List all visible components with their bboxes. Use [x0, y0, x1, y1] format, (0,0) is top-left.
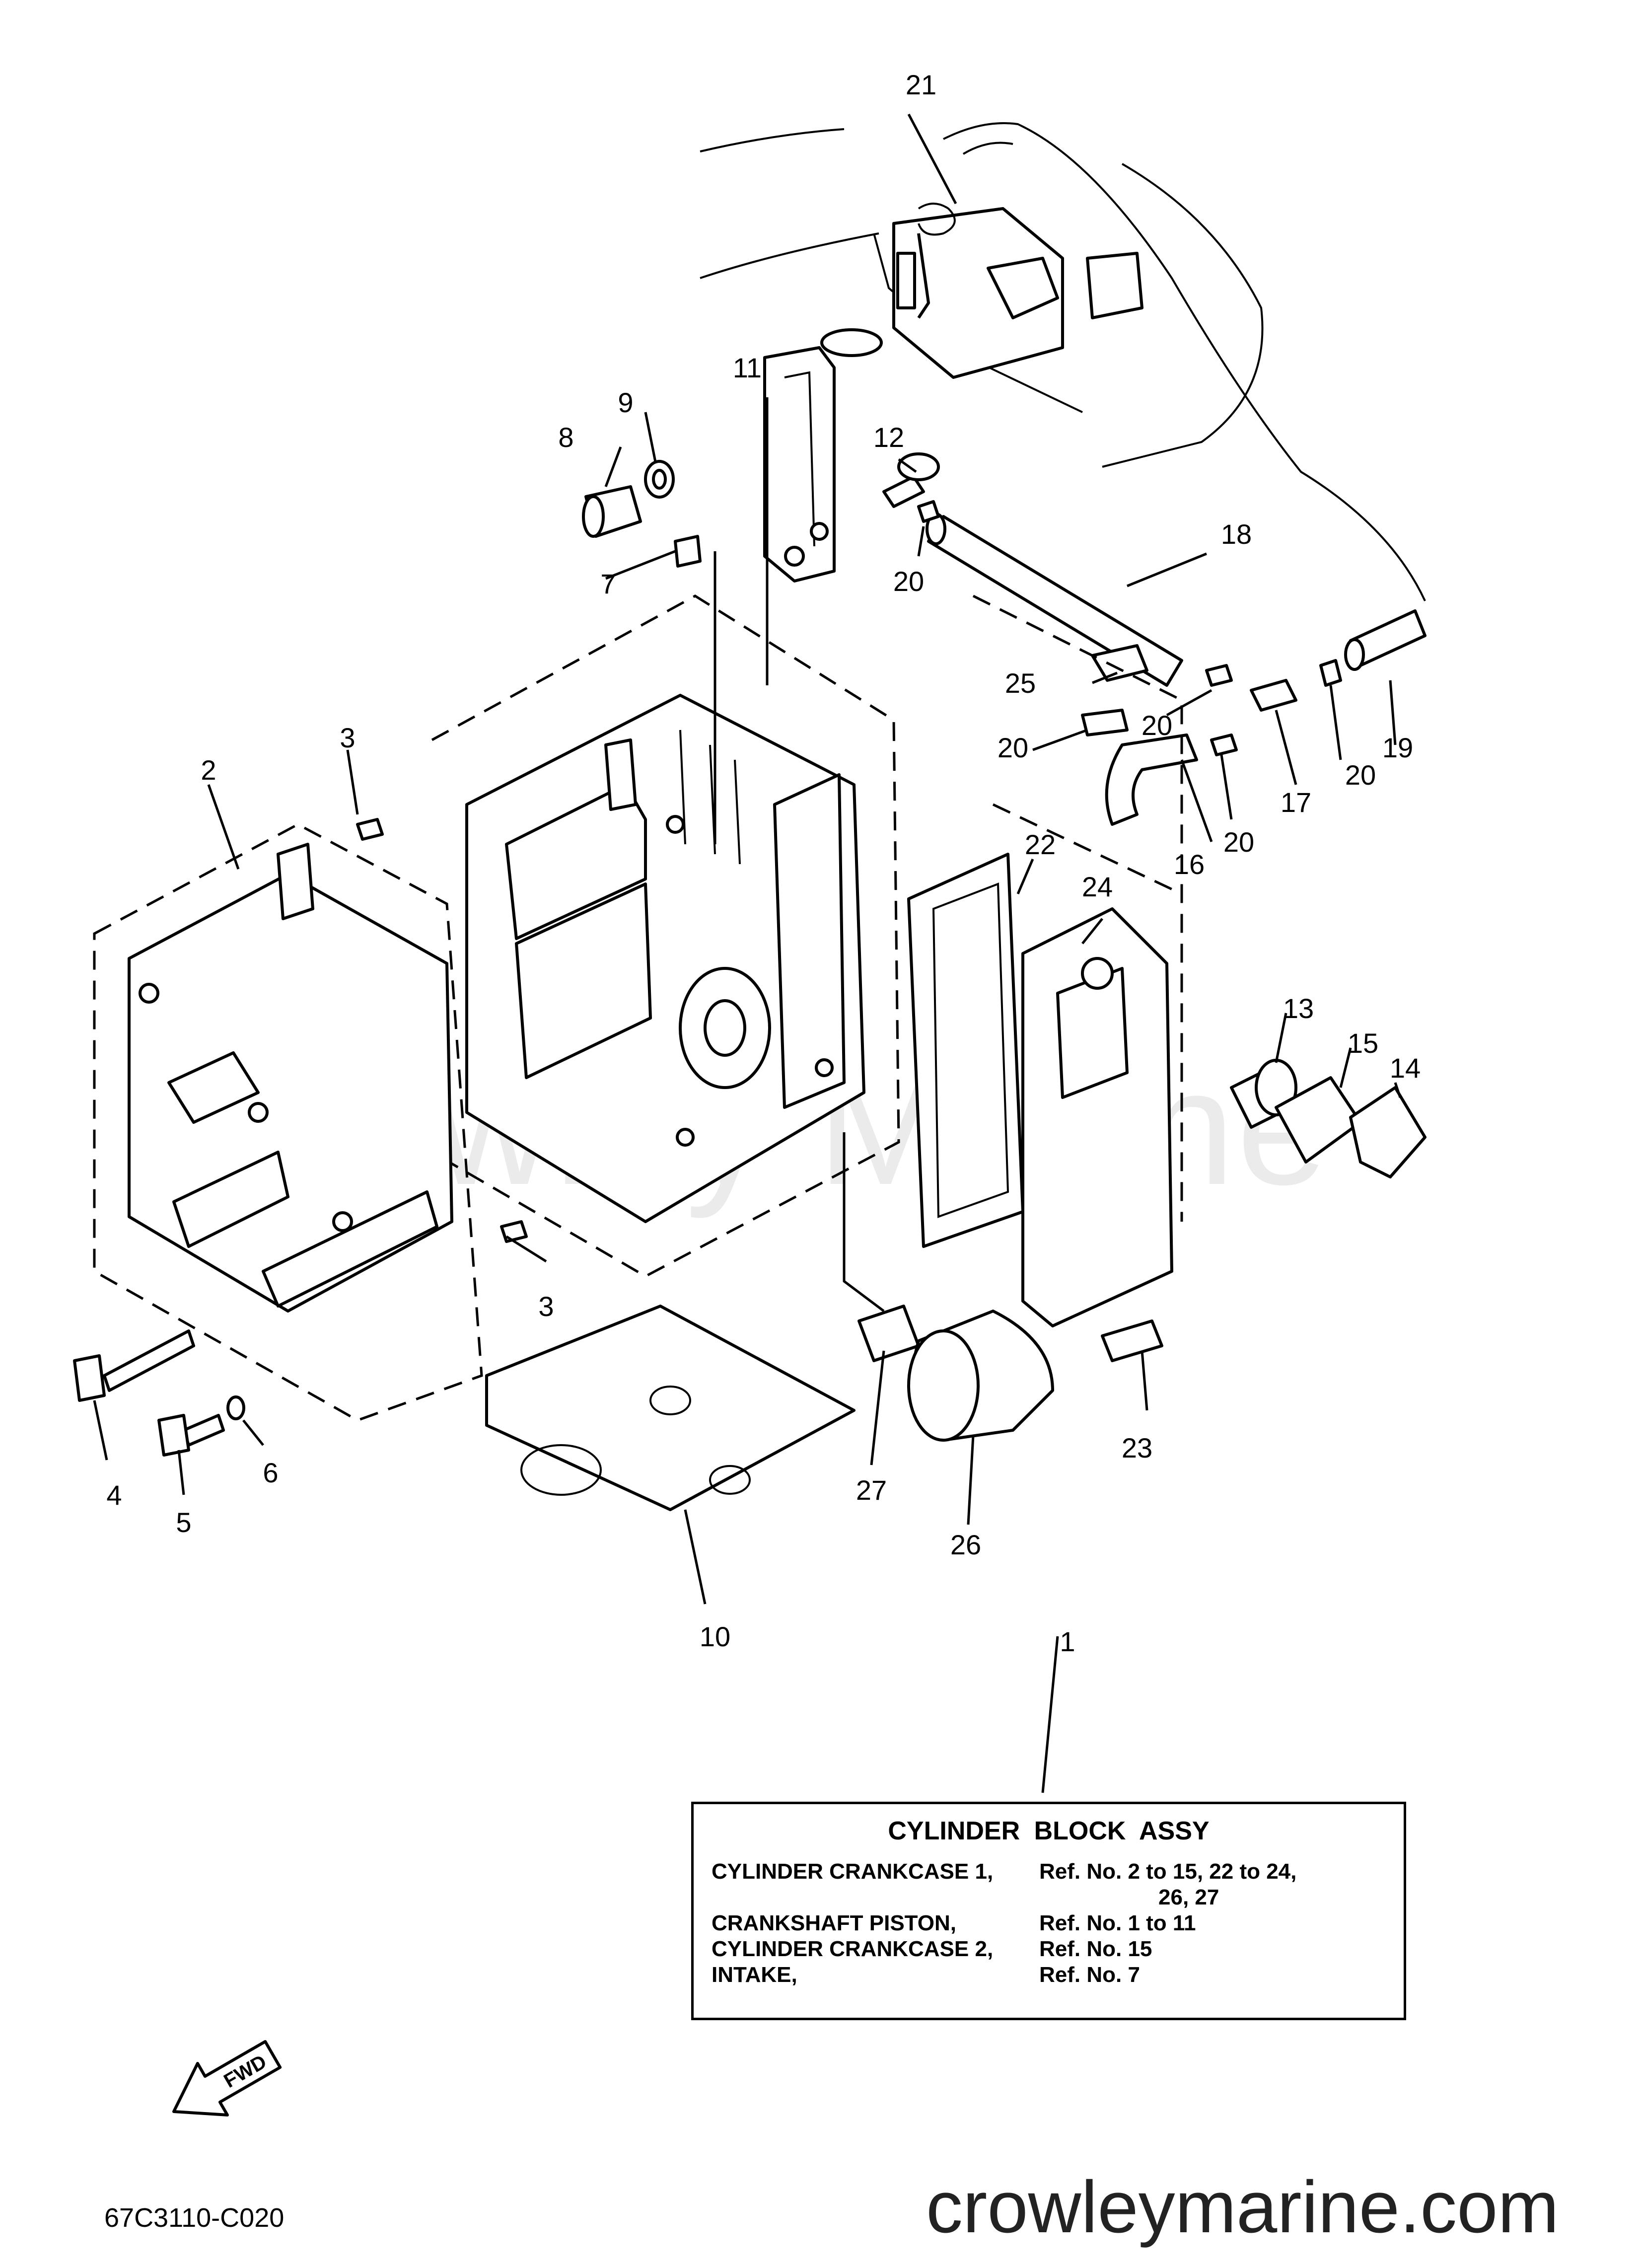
- callout-26: 26: [950, 1529, 981, 1560]
- legend-row: 26, 27: [712, 1885, 1386, 1910]
- callout-5: 5: [176, 1507, 191, 1538]
- callout-18: 18: [1221, 518, 1252, 550]
- spring-and-filter: [857, 1305, 1054, 1442]
- part-11-bracket: [763, 346, 836, 583]
- legend-row-refs: Ref. No. 7: [1039, 1963, 1140, 1987]
- callout-25: 25: [1005, 667, 1036, 699]
- crankcase-boundary: [93, 823, 483, 1422]
- legend-row-label: CYLINDER CRANKCASE 2,: [712, 1937, 994, 1961]
- legend-row-refs: Ref. No. 2 to 15, 22 to 24,: [1039, 1859, 1297, 1884]
- legend-row-label: [712, 1885, 1039, 1910]
- callout-11: 11: [733, 352, 762, 383]
- callout-19: 19: [1382, 732, 1413, 763]
- callout-3-bottom: 3: [538, 1291, 554, 1322]
- cylinder-block-boundary: [431, 594, 900, 1278]
- dowel-pins: [356, 818, 528, 1243]
- callout-6: 6: [263, 1457, 278, 1488]
- fwd-arrow-icon: FWD: [172, 2040, 282, 2117]
- leader-lines: [93, 113, 1402, 1793]
- callout-20-b: 20: [1142, 710, 1172, 741]
- callout-8: 8: [558, 422, 573, 453]
- cylinder-block: [465, 694, 865, 1223]
- callout-22: 22: [1025, 829, 1056, 860]
- diagram-code: 67C3110-C020: [104, 2203, 285, 2233]
- callout-9: 9: [618, 387, 633, 418]
- callout-labels: 21 11 12 9 8 7 20 18 25 20 20 17 20 19 2…: [106, 69, 1421, 1657]
- crankcase: [128, 843, 453, 1313]
- thermostat-assembly: [1230, 1059, 1427, 1178]
- assembly-legend: CYLINDER BLOCK ASSY CYLINDER CRANKCASE 1…: [691, 1802, 1406, 2020]
- callout-14: 14: [1390, 1052, 1421, 1084]
- part-16-elbow-hose: [1105, 733, 1198, 826]
- legend-row: CYLINDER CRANKCASE 2, Ref. No. 15: [712, 1936, 1386, 1962]
- legend-row-label: CYLINDER CRANKCASE 1,: [712, 1859, 994, 1884]
- callout-24: 24: [1082, 871, 1113, 902]
- callout-16: 16: [1174, 849, 1205, 880]
- cover-boundary: [972, 594, 1183, 1222]
- callout-20-e: 20: [1223, 826, 1254, 858]
- legend-row-label: INTAKE,: [712, 1963, 797, 1987]
- legend-row: CRANKSHAFT PISTON, Ref. No. 1 to 11: [712, 1910, 1386, 1936]
- callout-12: 12: [873, 422, 904, 453]
- callout-2: 2: [201, 754, 216, 786]
- callout-20-d: 20: [1345, 759, 1376, 791]
- callout-1: 1: [1060, 1626, 1075, 1657]
- callout-20-c: 20: [998, 732, 1028, 763]
- cover-and-gasket: [907, 853, 1173, 1362]
- callout-15: 15: [1348, 1027, 1378, 1059]
- hose-and-clip: [918, 203, 1427, 671]
- legend-row-refs: Ref. No. 15: [1039, 1937, 1152, 1961]
- callout-21: 21: [906, 69, 936, 100]
- legend-row: CYLINDER CRANKCASE 1, Ref. No. 2 to 15, …: [712, 1859, 1386, 1885]
- legend-row-refs: Ref. No. 1 to 11: [1039, 1911, 1196, 1935]
- callout-20-a: 20: [893, 566, 924, 597]
- legend-row: INTAKE, Ref. No. 7: [712, 1962, 1386, 1988]
- site-url: crowleymarine.com: [926, 2166, 1559, 2248]
- legend-title: CYLINDER BLOCK ASSY: [888, 1817, 1210, 1845]
- callout-27: 27: [856, 1474, 887, 1506]
- callout-10: 10: [700, 1621, 730, 1652]
- callout-13: 13: [1283, 993, 1314, 1024]
- legend-row-refs: 26, 27: [1158, 1885, 1219, 1909]
- bolts: [73, 1329, 245, 1457]
- small-fasteners: [882, 452, 1342, 756]
- plugs-and-washer: [582, 460, 702, 568]
- callout-23: 23: [1122, 1432, 1152, 1463]
- legend-row-label: CRANKSHAFT PISTON,: [712, 1911, 956, 1935]
- callout-17: 17: [1281, 787, 1311, 818]
- callout-7: 7: [600, 568, 616, 599]
- part-10-gasket: [485, 1305, 856, 1511]
- callout-3-top: 3: [340, 722, 355, 753]
- engine-top-outline: [700, 122, 1426, 601]
- callout-4: 4: [106, 1479, 122, 1511]
